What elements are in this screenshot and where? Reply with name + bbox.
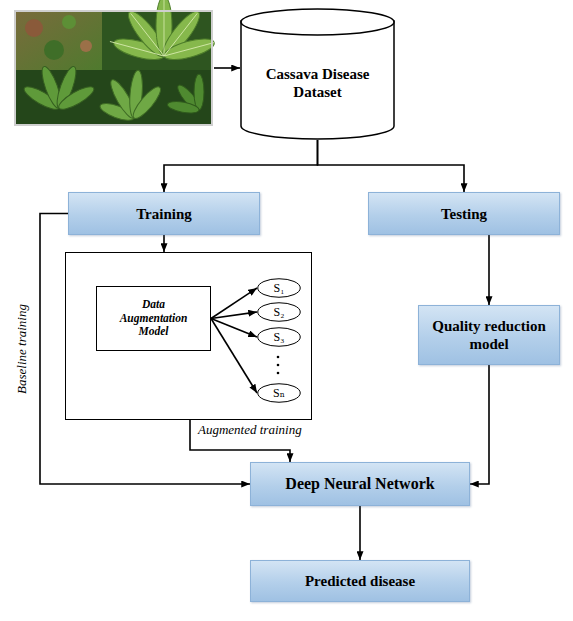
process-box: Testing	[368, 192, 560, 235]
node-text: Training	[77, 205, 251, 223]
process-box: Deep Neural Network	[250, 462, 470, 506]
photo-patch	[14, 10, 102, 70]
process-box: Training	[68, 192, 260, 235]
leaf-shape	[167, 74, 204, 115]
cylinder-body	[241, 21, 394, 139]
leaf-shape	[110, 0, 216, 64]
node-text: Predicted disease	[259, 572, 461, 590]
ellipse-shape	[258, 328, 301, 347]
ellipse-shape	[258, 384, 301, 403]
node-text: S₃	[261, 330, 297, 344]
connector-arrow	[211, 288, 257, 319]
connector-arrow	[211, 319, 257, 394]
sample-ellipse: Sₙ	[257, 383, 301, 403]
ellipsis-dots	[277, 356, 280, 375]
leaf-shape	[21, 65, 96, 114]
connector-arrow	[318, 140, 465, 192]
process-box: Quality reduction model	[418, 305, 560, 365]
edge-label: Baseline training	[15, 302, 30, 396]
connector-arrow	[164, 140, 318, 192]
cylinder-top	[241, 9, 394, 35]
sample-ellipse: S₁	[257, 278, 301, 298]
node-text: S₂	[261, 305, 297, 319]
ellipse-shape	[258, 279, 301, 298]
connector-arrow	[211, 319, 257, 338]
leaf-photo	[14, 0, 216, 126]
edge-label: Augmented training	[196, 423, 304, 438]
connector-arrow	[488, 235, 490, 305]
photo-spot	[44, 40, 64, 60]
photo-spot	[25, 19, 43, 37]
connector-arrow	[211, 312, 257, 319]
photo-arrow	[214, 67, 240, 69]
node-text: Cassava Disease Dataset	[252, 65, 383, 101]
sample-ellipse: S₂	[257, 302, 301, 322]
sample-ellipse: S₃	[257, 327, 301, 347]
ellipse-shape	[258, 303, 301, 322]
photo-spot	[62, 15, 76, 29]
connector-arrow	[359, 506, 361, 560]
group-frame: Data Augmentation Model S₁ S₂ S₃ Sₙ	[65, 252, 312, 420]
connector-arrow	[163, 235, 165, 252]
model-box: Data Augmentation Model	[96, 286, 211, 351]
node-text: Data Augmentation Model	[115, 298, 192, 339]
node-text: S₁	[261, 281, 297, 295]
node-text: Deep Neural Network	[259, 474, 461, 493]
node-text: Sₙ	[261, 386, 297, 400]
node-text: Quality reduction model	[425, 317, 553, 353]
output-box: Predicted disease	[250, 560, 470, 602]
photo-spot	[80, 40, 92, 52]
connector-arrow	[40, 214, 250, 485]
leaf-shape	[98, 70, 164, 124]
dataset-cylinder: Cassava Disease Dataset	[240, 8, 395, 140]
node-text: Testing	[377, 205, 551, 223]
photo-frame	[15, 11, 212, 125]
connector-arrow	[470, 365, 489, 484]
